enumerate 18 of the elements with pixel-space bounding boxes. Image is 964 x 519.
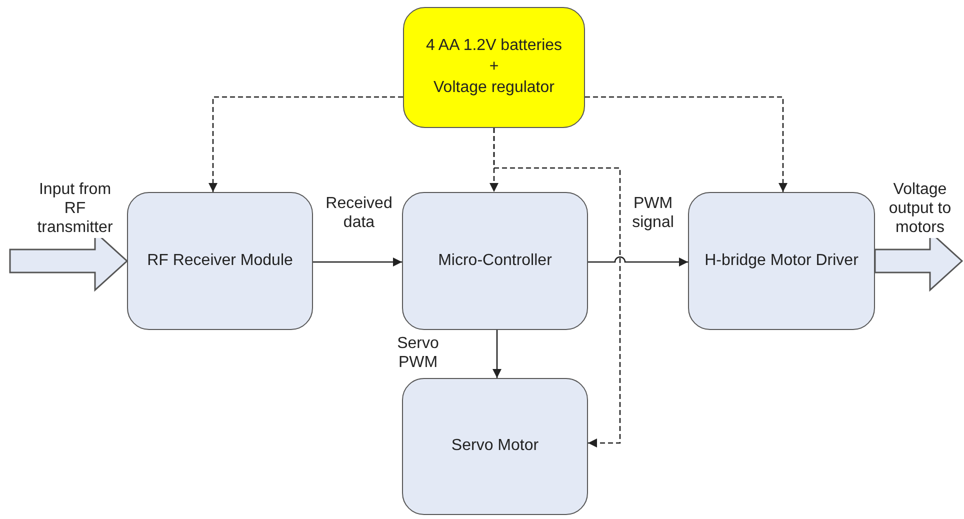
arrow xyxy=(588,256,688,266)
node-label: Servo Motor xyxy=(451,436,539,456)
node-label: Micro-Controller xyxy=(438,250,552,271)
node-label: Voltage regulator xyxy=(434,78,554,98)
dashed-arrow xyxy=(493,128,621,448)
process-box xyxy=(688,192,875,330)
power-supply-box xyxy=(403,7,585,128)
process-box xyxy=(402,192,588,330)
node-label: RF Receiver Module xyxy=(147,250,293,271)
process-box xyxy=(127,192,313,330)
node-label: 4 AA 1.2V batteries xyxy=(426,36,562,56)
dashed-arrow xyxy=(208,96,403,192)
node-label: + xyxy=(489,57,499,78)
arrow xyxy=(313,258,402,266)
process-box xyxy=(402,378,588,515)
dashed-arrow xyxy=(585,96,788,192)
arrow xyxy=(492,330,502,378)
node-label: H-bridge Motor Driver xyxy=(704,250,858,271)
